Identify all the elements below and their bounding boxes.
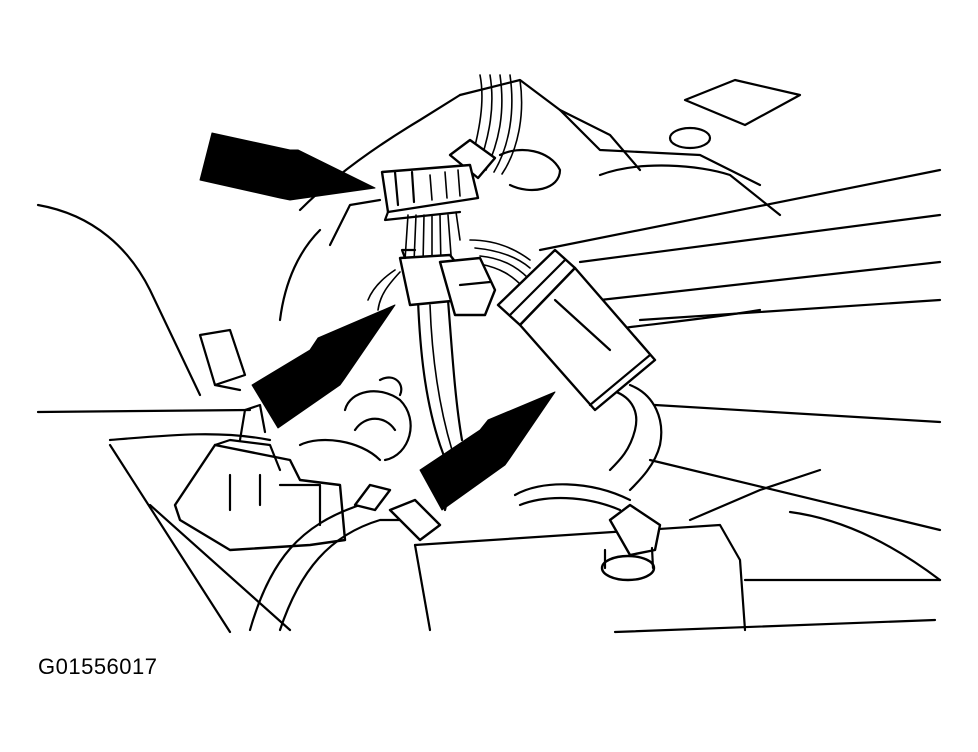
- sleeve-connector: [496, 248, 657, 412]
- middle-harness-connector: [398, 248, 497, 317]
- lower-connector-arrow: [419, 391, 556, 511]
- figure-id-label: G01556017: [38, 654, 158, 679]
- upper-harness-connector: [380, 163, 480, 222]
- wire-harness: [298, 74, 663, 582]
- body-panels: [36, 78, 942, 634]
- middle-connector-arrow: [251, 304, 396, 429]
- upper-connector-arrow: [199, 132, 376, 201]
